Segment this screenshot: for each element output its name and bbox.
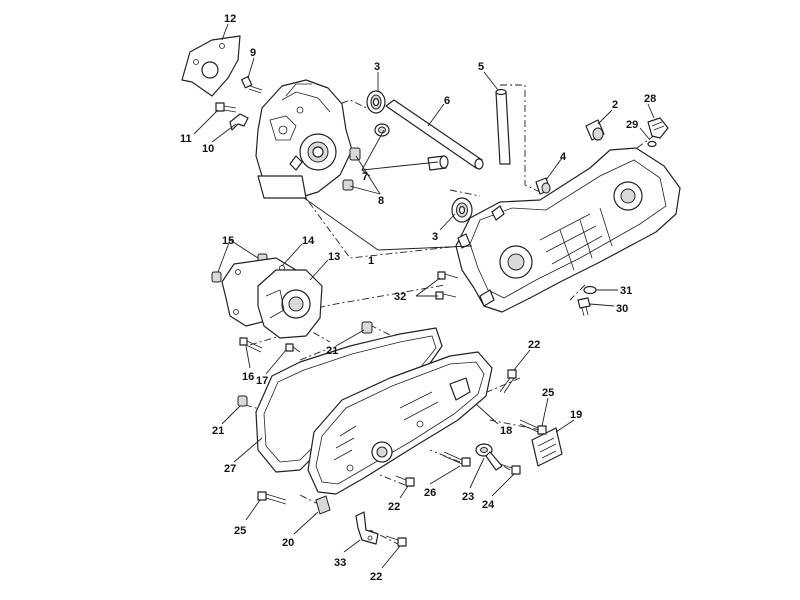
part-21-dowel-upper (361, 321, 373, 334)
callout-28: 28 (644, 93, 656, 105)
callout-5: 5 (478, 61, 484, 73)
part-31-washer (583, 285, 597, 295)
part-2-bushing (585, 119, 605, 141)
callout-21-upper: 21 (326, 345, 338, 357)
crankcase-left-half (255, 79, 353, 199)
part-11-bolt (215, 102, 237, 113)
crankcase-right-half (455, 147, 681, 313)
callout-15: 15 (222, 235, 234, 247)
callout-30: 30 (616, 303, 628, 315)
part-8-dowel-pins (342, 147, 361, 191)
leader-lines (193, 23, 655, 569)
part-10-clip (229, 113, 249, 131)
callout-7: 7 (362, 171, 368, 183)
callout-labels: 12 9 3 5 6 2 28 29 11 10 4 7 8 3 15 14 1… (180, 13, 656, 583)
callout-4: 4 (560, 151, 567, 163)
callout-25-right: 25 (542, 387, 554, 399)
callout-31: 31 (620, 285, 632, 297)
callout-3-lower: 3 (432, 231, 438, 243)
part-5-tube (495, 88, 511, 165)
part-17-bolt (285, 343, 301, 353)
callout-3-upper: 3 (374, 61, 380, 73)
callout-14: 14 (302, 235, 315, 247)
callout-22-upper: 22 (528, 339, 540, 351)
part-3-bearing-lower (451, 197, 473, 223)
part-26-bolt (443, 451, 471, 467)
part-16-bolt (239, 337, 263, 353)
part-21-dowel-lower (237, 395, 248, 407)
part-23-fitting (475, 443, 503, 471)
callout-18: 18 (500, 425, 512, 437)
part-22-bolt-lower (385, 535, 407, 547)
part-19-label (531, 427, 563, 467)
callout-6: 6 (444, 95, 450, 107)
callout-22-middle: 22 (388, 501, 400, 513)
part-3-bearing-upper (366, 90, 386, 114)
callout-11: 11 (180, 133, 192, 145)
part-29-o-ring (647, 140, 657, 148)
callout-2: 2 (612, 99, 618, 111)
part-33-bracket (355, 511, 379, 545)
part-7-seal (374, 123, 449, 171)
callout-21-lower: 21 (212, 425, 224, 437)
callout-22-lower: 22 (370, 571, 382, 583)
part-24-bolt (499, 463, 521, 475)
part-18-transmission-cover (307, 351, 493, 495)
callout-17: 17 (256, 375, 268, 387)
callout-29: 29 (626, 119, 638, 131)
callout-33: 33 (334, 557, 346, 569)
part-25-bolt-left (257, 491, 287, 505)
part-32-bolts (435, 271, 459, 300)
callout-25-left: 25 (234, 525, 246, 537)
part-9-bolt (240, 76, 263, 94)
callout-10: 10 (202, 143, 214, 155)
callout-32: 32 (394, 291, 406, 303)
part-22-bolt-upper (499, 369, 517, 394)
callout-26: 26 (424, 487, 436, 499)
callout-13: 13 (328, 251, 340, 263)
part-20-dowel (315, 495, 331, 515)
callout-1: 1 (368, 255, 374, 267)
callout-12: 12 (224, 13, 236, 25)
callout-20: 20 (282, 537, 294, 549)
callout-27: 27 (224, 463, 236, 475)
part-12-plate (181, 35, 241, 97)
callout-19: 19 (570, 409, 582, 421)
part-30-drain-bolt (577, 297, 591, 317)
callout-24: 24 (482, 499, 495, 511)
part-13-pump-housing (257, 269, 323, 339)
part-22-bolt-middle (395, 475, 415, 487)
part-6-shaft (385, 99, 484, 170)
callout-23: 23 (462, 491, 474, 503)
callout-9: 9 (250, 47, 256, 59)
callout-16: 16 (242, 371, 254, 383)
part-28-cap (647, 117, 669, 139)
part-4-bushing (535, 177, 551, 195)
callout-8: 8 (378, 195, 384, 207)
